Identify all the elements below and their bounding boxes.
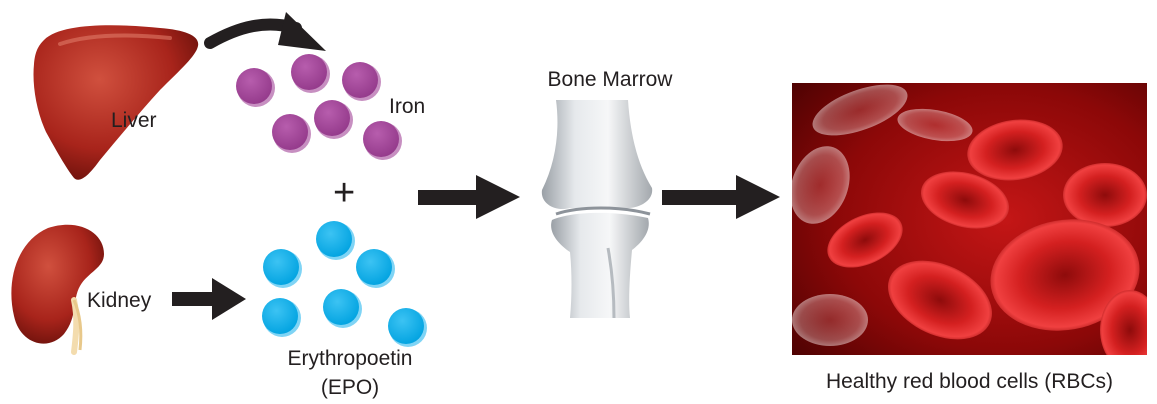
liver-icon <box>34 25 199 179</box>
kidney-arrow <box>172 278 246 320</box>
bone-icon <box>542 100 652 318</box>
red-blood-cells-image <box>780 74 1157 370</box>
arrow-to-rbcs <box>662 175 780 219</box>
plus-sign: + <box>333 174 355 212</box>
liver-label: Liver <box>111 110 157 131</box>
kidney-label: Kidney <box>87 290 151 311</box>
epo-label-line1: Erythropoetin <box>258 348 442 369</box>
epo-particles <box>262 221 427 347</box>
bone-marrow-label: Bone Marrow <box>520 69 700 90</box>
arrow-to-bone-marrow <box>418 175 520 219</box>
curved-arrow <box>210 12 326 51</box>
iron-particles <box>236 54 402 160</box>
epo-label-line2: (EPO) <box>300 377 400 398</box>
rbc-caption: Healthy red blood cells (RBCs) <box>792 371 1147 392</box>
iron-label: Iron <box>389 96 425 117</box>
